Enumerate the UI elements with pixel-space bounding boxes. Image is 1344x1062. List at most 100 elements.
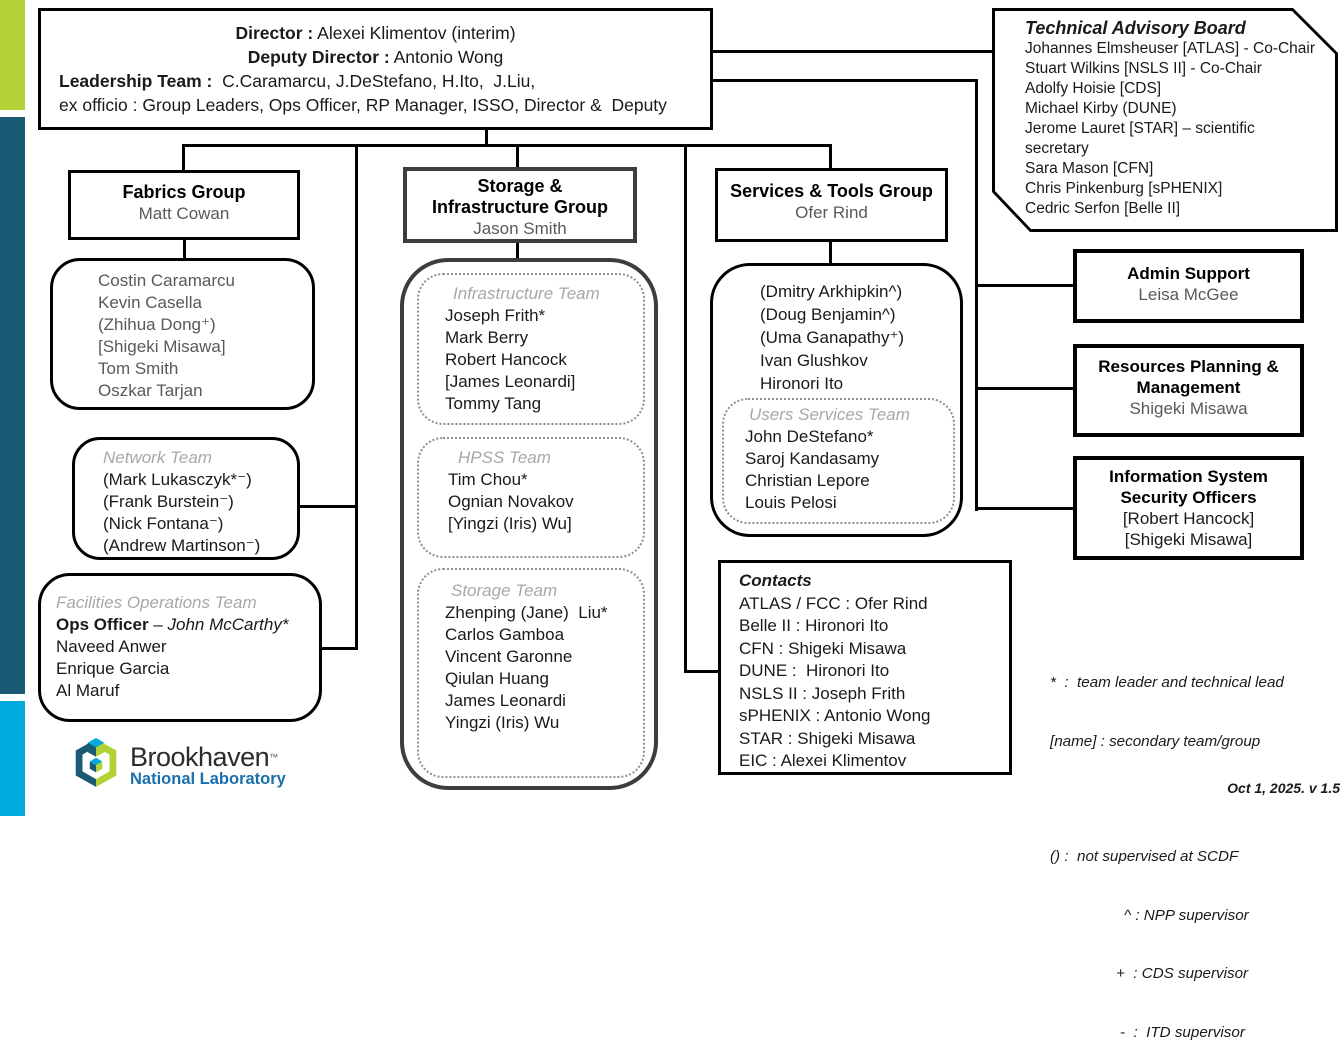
tab-member: Cedric Serfon [Belle II] bbox=[1025, 200, 1181, 217]
connector-contacts-vertical bbox=[684, 144, 687, 673]
member-name: Robert Hancock bbox=[445, 350, 567, 369]
connector-contacts-stub bbox=[684, 670, 720, 673]
infrastructure-team-box: Infrastructure Team Joseph Frith* Mark B… bbox=[417, 273, 645, 425]
member-name: Hironori Ito bbox=[760, 374, 844, 393]
member-name: (Zhihua Dong⁺) bbox=[98, 315, 216, 334]
tab-title: Technical Advisory Board bbox=[1025, 18, 1246, 38]
contact-entry: NSLS II : Joseph Frith bbox=[739, 683, 906, 703]
member-name: Costin Caramarcu bbox=[98, 271, 235, 290]
network-team-header: Network Team bbox=[103, 448, 212, 467]
connector-main-horizontal bbox=[182, 144, 832, 147]
contact-entry: EIC : Alexei Klimentov bbox=[739, 751, 907, 770]
services-tools-group-box: Services & Tools Group Ofer Rind bbox=[715, 168, 948, 242]
contact-entry: CFN : Shigeki Misawa bbox=[739, 638, 907, 658]
leadership-team-label: Leadership Team : bbox=[59, 71, 213, 91]
brookhaven-wordmark: Brookhaven bbox=[130, 741, 270, 772]
director-box: Director : Alexei Klimentov (interim) De… bbox=[38, 8, 713, 130]
leadership-team-line: Leadership Team : C.Caramarcu, J.DeStefa… bbox=[41, 69, 710, 93]
trademark-symbol: ™ bbox=[269, 751, 278, 762]
director-value: Alexei Klimentov (interim) bbox=[313, 23, 516, 43]
admin-support-title: Admin Support bbox=[1127, 264, 1250, 283]
member-name: Tommy Tang bbox=[445, 394, 542, 413]
storage-team-box: Storage Team Zhenping (Jane) Liu* Carlos… bbox=[417, 568, 645, 778]
connector-director-stub bbox=[485, 130, 488, 146]
brookhaven-logo-icon bbox=[70, 737, 122, 794]
member-name: Zhenping (Jane) Liu* bbox=[445, 603, 608, 622]
member-name: Saroj Kandasamy bbox=[745, 449, 880, 468]
member-name: (Dmitry Arkhipkin^) bbox=[760, 282, 903, 301]
users-services-team-header: Users Services Team bbox=[749, 405, 910, 424]
brookhaven-logo-text: Brookhaven™ National Laboratory bbox=[130, 741, 286, 788]
connector-drop-services bbox=[829, 144, 832, 169]
connector-facilities-stub bbox=[322, 647, 357, 650]
brookhaven-logo-subtitle: National Laboratory bbox=[130, 769, 286, 788]
member-name: Qiulan Huang bbox=[445, 669, 549, 688]
connector-fabrics-members-stub bbox=[183, 240, 186, 259]
technical-advisory-board-box: Technical Advisory Board Johannes Elmshe… bbox=[992, 8, 1338, 232]
member-name: Tim Chou* bbox=[448, 470, 528, 489]
fabrics-group-box: Fabrics Group Matt Cowan bbox=[68, 170, 300, 240]
tab-member: Sara Mason [CFN] bbox=[1025, 160, 1154, 177]
member-name: James Leonardi bbox=[445, 691, 566, 710]
isso-box: Information System Security Officers [Ro… bbox=[1073, 456, 1304, 560]
network-team-box: Network Team (Mark Lukasczyk*⁻) (Frank B… bbox=[72, 437, 300, 560]
member-name: [James Leonardi] bbox=[445, 372, 576, 391]
storage-group-title-line2: Infrastructure Group bbox=[431, 197, 609, 217]
legend-line-cds: + : CDS supervisor bbox=[1116, 965, 1249, 982]
storage-group-title-line1: Storage & bbox=[477, 176, 563, 196]
isso-title: Information System Security Officers bbox=[1109, 467, 1268, 507]
facilities-team-header: Facilities Operations Team bbox=[56, 593, 257, 612]
contact-entry: ATLAS / FCC : Ofer Rind bbox=[739, 593, 928, 613]
legend-line-npp: ^ : NPP supervisor bbox=[1124, 906, 1249, 924]
users-services-team-box: Users Services Team John DeStefano* Saro… bbox=[722, 398, 955, 524]
storage-group-lead: Jason Smith bbox=[473, 219, 567, 238]
connector-network-stub bbox=[300, 505, 357, 508]
member-name: Vincent Garonne bbox=[445, 647, 573, 666]
version-date: Oct 1, 2025. v 1.5 bbox=[1227, 780, 1340, 796]
member-name: Ognian Novakov bbox=[448, 492, 574, 511]
member-name: Yingzi (Iris) Wu bbox=[445, 713, 560, 732]
member-name: (Mark Lukasczyk*⁻) bbox=[103, 470, 252, 489]
legend-line-itd: - : ITD supervisor bbox=[1120, 1023, 1245, 1041]
contacts-box: Contacts ATLAS / FCC : Ofer Rind Belle I… bbox=[718, 560, 1012, 775]
member-name: Ivan Glushkov bbox=[760, 351, 868, 370]
tab-member: Stuart Wilkins [NSLS II] - Co-Chair bbox=[1025, 60, 1262, 77]
ex-officio-line: ex officio : Group Leaders, Ops Officer,… bbox=[59, 95, 667, 115]
member-name: Al Maruf bbox=[56, 681, 120, 700]
member-name: Oszkar Tarjan bbox=[98, 381, 203, 400]
left-stripe-cyan bbox=[0, 701, 25, 816]
isso-name: [Shigeki Misawa] bbox=[1124, 530, 1253, 549]
member-name: [Shigeki Misawa] bbox=[98, 337, 226, 356]
tab-member: Michael Kirby (DUNE) bbox=[1025, 100, 1177, 117]
member-name: (Uma Ganapathy⁺) bbox=[760, 328, 905, 347]
leadership-team-value: C.Caramarcu, J.DeStefano, H.Ito, J.Liu, bbox=[212, 71, 536, 91]
tab-member: Jerome Lauret [STAR] – scientific secret… bbox=[1025, 120, 1255, 157]
storage-team-header: Storage Team bbox=[451, 581, 558, 600]
hpss-team-header: HPSS Team bbox=[458, 448, 551, 467]
member-name: Carlos Gamboa bbox=[445, 625, 565, 644]
legend: * : team leader and technical lead [name… bbox=[1050, 634, 1344, 1062]
member-name: (Frank Burstein⁻) bbox=[103, 492, 234, 511]
fabrics-group-title: Fabrics Group bbox=[122, 182, 246, 202]
admin-support-name: Leisa McGee bbox=[1138, 285, 1239, 304]
legend-line-not-supervised: () : not supervised at SCDF bbox=[1050, 848, 1239, 865]
member-name: Tom Smith bbox=[98, 359, 179, 378]
connector-isso-stub bbox=[978, 507, 1073, 510]
member-name: Christian Lepore bbox=[745, 471, 870, 490]
left-stripe-green bbox=[0, 0, 25, 110]
member-name: (Nick Fontana⁻) bbox=[103, 514, 224, 533]
tab-member: Chris Pinkenburg [sPHENIX] bbox=[1025, 180, 1223, 197]
contacts-title: Contacts bbox=[739, 571, 812, 590]
member-name: (Andrew Martinson⁻) bbox=[103, 536, 261, 555]
connector-fabrics-subteams-vertical bbox=[355, 144, 358, 650]
connector-director-to-tab bbox=[713, 50, 992, 53]
director-line: Director : Alexei Klimentov (interim) bbox=[41, 21, 710, 45]
resources-planning-box: Resources Planning & Management Shigeki … bbox=[1073, 344, 1304, 437]
ops-officer-name: John McCarthy* bbox=[167, 615, 289, 634]
ops-officer-label: Ops Officer bbox=[56, 615, 149, 634]
legend-line-secondary: [name] : secondary team/group bbox=[1050, 732, 1261, 750]
fabrics-group-lead: Matt Cowan bbox=[138, 204, 230, 223]
org-chart-page: { "colors": { "stripe_green": "#b2d235",… bbox=[0, 0, 1340, 1041]
ops-officer-separator: – bbox=[148, 615, 168, 634]
brookhaven-logo: Brookhaven™ National Laboratory bbox=[70, 737, 286, 794]
